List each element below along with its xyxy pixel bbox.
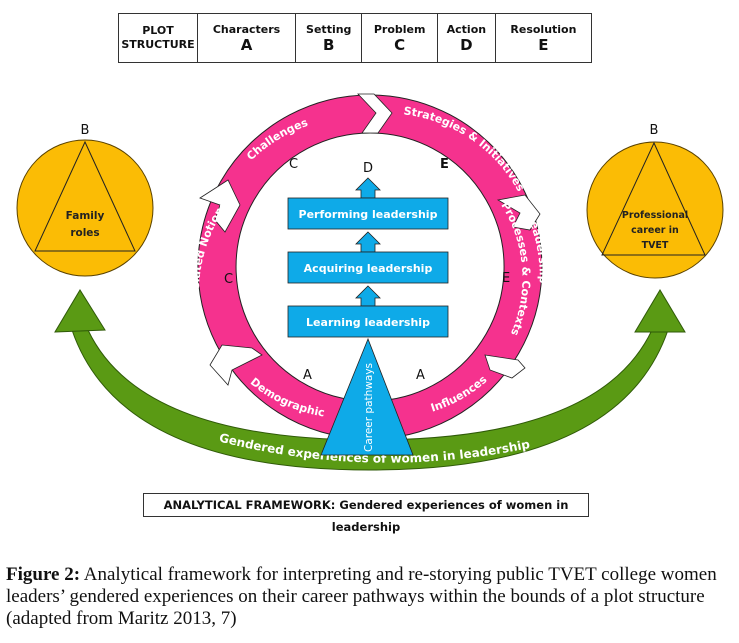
leadership-steps: Performing leadership Acquiring leadersh…	[287, 177, 449, 338]
letter-challenges: C	[289, 157, 298, 172]
step-performing-box	[287, 197, 449, 230]
ring-chevron-lower-right	[484, 354, 526, 379]
right-circle-line2: career in	[631, 225, 679, 236]
career-pathways-triangle: Career pathways	[320, 337, 414, 456]
ring-chevron-lower-left	[209, 344, 263, 386]
letter-performing: D	[363, 161, 373, 176]
step-acquiring-label: Acquiring leadership	[304, 262, 433, 275]
right-circle-letter: B	[650, 123, 659, 138]
right-circle-line1: Professional	[622, 210, 688, 221]
column-letter: D	[460, 35, 473, 54]
right-circle-line3: TVET	[642, 240, 669, 251]
left-triangle	[34, 140, 136, 252]
plot-structure-header-line2: STRUCTURE	[121, 38, 195, 51]
letter-gender-notions: C	[224, 272, 233, 287]
column-letter: E	[538, 35, 549, 54]
framework-diagram: Gendered experiences of women in leaders…	[16, 93, 724, 471]
figure-caption: Figure 2: Analytical framework for inter…	[6, 564, 736, 630]
letter-influences: A	[416, 368, 425, 383]
ring-chevron-upper-left	[199, 179, 241, 233]
right-triangle	[601, 141, 706, 256]
analytical-framework-box: ANALYTICAL FRAMEWORK: Gendered experienc…	[143, 493, 589, 534]
column-letter: B	[323, 35, 335, 54]
arrow-up-icon	[355, 285, 381, 307]
right-setting-circle: B Professional career in TVET	[586, 123, 724, 279]
column-label: Setting	[306, 22, 352, 36]
left-circle-line1: Family	[66, 210, 105, 222]
step-learning-label: Learning leadership	[306, 316, 430, 329]
letter-leadership-processes: E	[502, 271, 510, 286]
column-letter: A	[240, 35, 253, 54]
left-setting-circle: B Family roles	[16, 123, 154, 277]
left-circle-letter: B	[81, 123, 90, 138]
step-performing-label: Performing leadership	[299, 208, 438, 221]
letter-strategies: E	[440, 157, 449, 172]
career-pathways-label: Career pathways	[363, 363, 375, 452]
ring-chevron-top	[357, 93, 393, 134]
green-arrow-head-left	[54, 289, 106, 333]
arrow-up-icon	[355, 177, 381, 199]
column-label: Problem	[373, 22, 426, 36]
plot-structure-header-line1: PLOT	[142, 24, 174, 37]
green-arrow-head-right	[634, 289, 686, 333]
figure-caption-label: Figure 2:	[6, 564, 81, 585]
column-letter: C	[394, 35, 406, 54]
plot-structure-header-cell: PLOT STRUCTURE	[118, 13, 198, 63]
figure-caption-text: Analytical framework for interpreting an…	[6, 564, 717, 629]
column-label: Characters	[212, 22, 281, 36]
letter-demographic: A	[303, 368, 312, 383]
arrow-up-icon	[355, 231, 381, 253]
step-acquiring-box	[287, 251, 449, 284]
column-label: Action	[446, 22, 487, 36]
ring-chevron-upper-right	[496, 194, 541, 231]
left-circle-line2: roles	[70, 227, 99, 239]
step-learning-box	[287, 305, 449, 338]
column-label: Resolution	[510, 22, 577, 36]
